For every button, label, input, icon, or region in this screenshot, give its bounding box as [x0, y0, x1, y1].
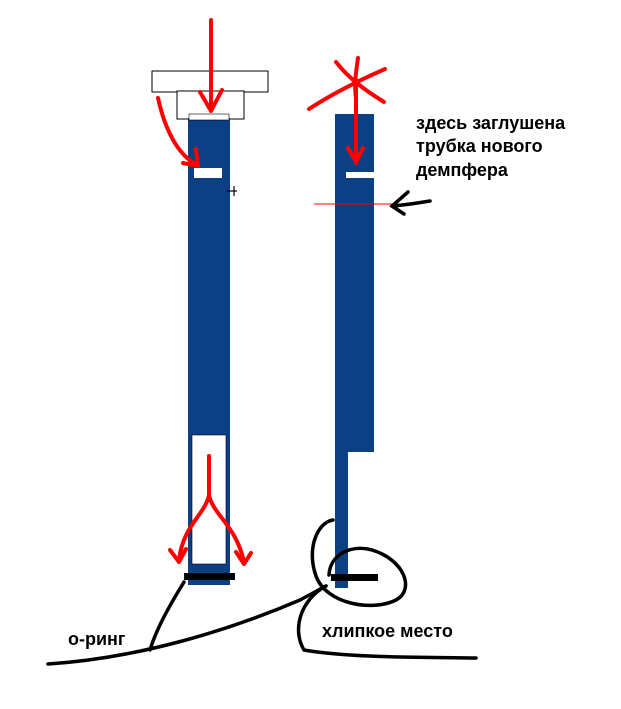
weak-spot-circle — [310, 518, 408, 608]
black-circle-icon — [46, 518, 478, 666]
shared-baseline — [46, 584, 328, 666]
new-tube-oring — [331, 574, 378, 581]
new-damper — [314, 114, 392, 588]
oring-leader — [148, 580, 186, 652]
split-arrow-right — [207, 493, 246, 564]
old-tube-side-slot — [194, 168, 222, 178]
black-arrow-icon — [389, 190, 432, 216]
weak-spot-leader — [296, 584, 478, 660]
old-damper — [151, 70, 269, 585]
plug-note-line-2: трубка нового — [416, 136, 543, 156]
oring-label: о-ринг — [68, 629, 126, 649]
side-valve-icon — [227, 186, 237, 196]
new-tube-slot — [346, 172, 374, 178]
weak-spot-label: хлипкое место — [322, 621, 453, 641]
plug-note-line-1: здесь заглушена — [416, 113, 566, 133]
red-arrow-icon — [156, 18, 253, 566]
new-tube-body — [335, 114, 374, 588]
red-cross-mark-icon — [307, 56, 387, 167]
split-arrow-left — [177, 493, 211, 562]
plug-note-line-3: демпфера — [416, 160, 509, 180]
old-tube-oring — [184, 573, 235, 580]
slot-arrow — [156, 96, 199, 167]
old-tube-top-opening — [188, 113, 230, 121]
